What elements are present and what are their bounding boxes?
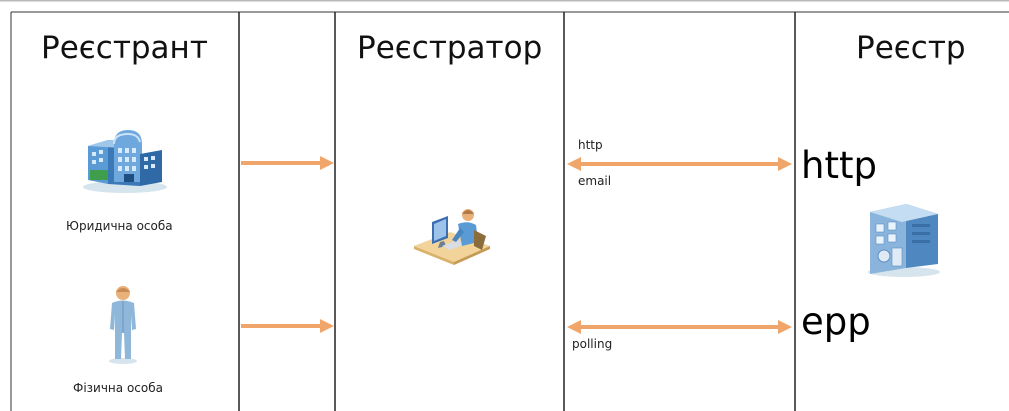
arrow-legal-to-registrar (241, 156, 334, 170)
natural-person-label: Фізична особа (73, 381, 163, 395)
person-icon (109, 286, 137, 364)
arrow-registrar-registry-http (567, 157, 792, 171)
registry-column-title: Реєстр (856, 30, 966, 66)
registrar-column-title: Реєстратор (357, 30, 543, 66)
registry-server-building-icon (868, 204, 940, 277)
http-protocol-label: http (801, 144, 877, 187)
legal-entity-label: Юридична особа (66, 219, 173, 233)
arrow-natural-to-registrar (241, 319, 334, 333)
polling-arrow-label: polling (572, 337, 613, 351)
registrant-column-title: Реєстрант (41, 30, 208, 66)
office-building-icon (83, 130, 167, 193)
arrow-registrar-registry-epp (567, 320, 792, 334)
email-arrow-label: email (578, 174, 612, 188)
operator-at-computer-icon (414, 209, 490, 265)
http-arrow-label: http (578, 138, 603, 152)
epp-protocol-label: epp (801, 300, 871, 343)
